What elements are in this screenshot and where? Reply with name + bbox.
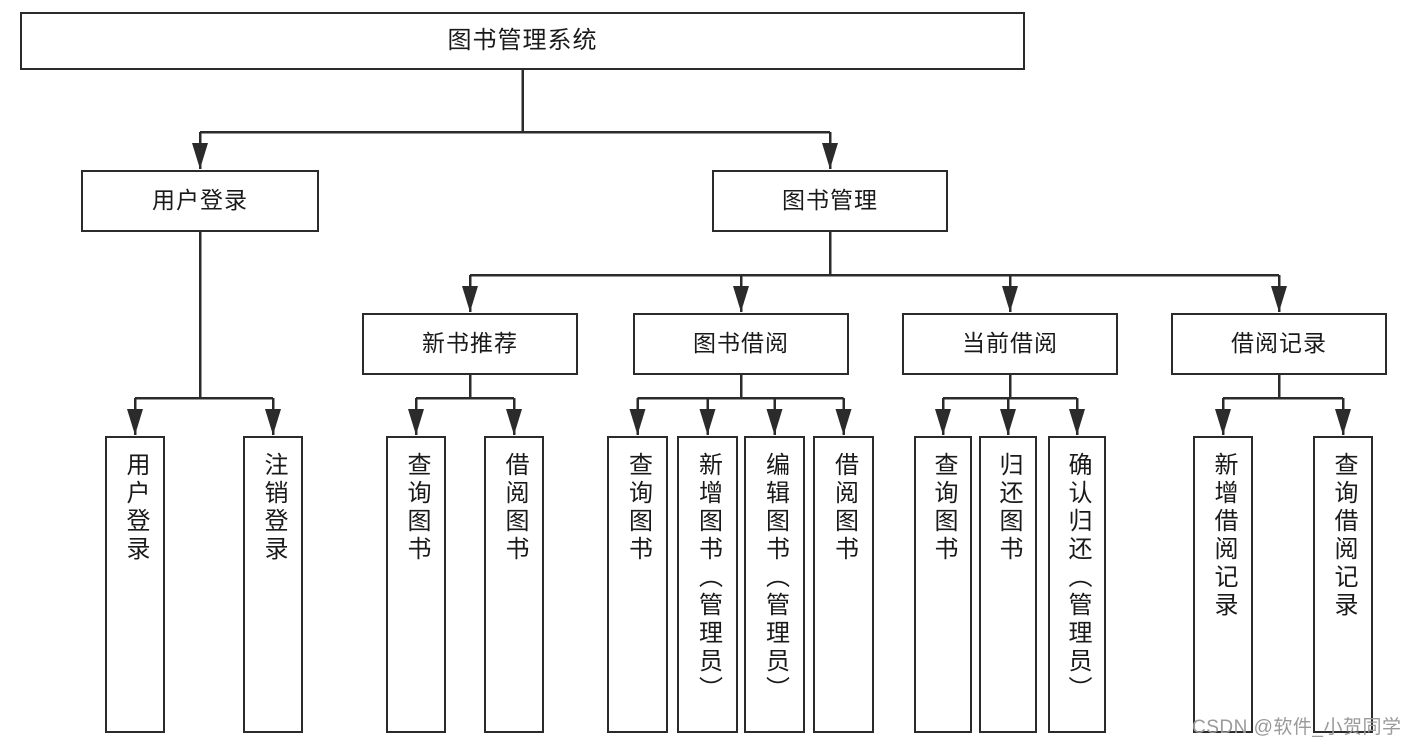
node-leaf-user-login[interactable]: 用户登录 [105,436,165,733]
node-label: 当前借阅 [962,330,1058,357]
node-label: 确认归还（管理员） [1064,452,1091,704]
node-label: 查询图书 [624,452,652,564]
node-l3-borrow-record[interactable]: 借阅记录 [1171,313,1387,375]
node-label: 图书借阅 [693,330,789,357]
node-label: 图书管理 [782,187,878,214]
node-label: 用户登录 [122,452,149,564]
node-l2-book-manage[interactable]: 图书管理 [712,170,948,232]
node-label: 借阅图书 [501,452,528,564]
node-label: 借阅图书 [830,452,858,564]
node-l2-user-login[interactable]: 用户登录 [81,170,319,232]
node-leaf-return-book[interactable]: 归还图书 [979,436,1037,733]
node-label: 新书推荐 [422,330,518,357]
node-leaf-add-book[interactable]: 新增图书（管理员） [677,436,738,733]
node-leaf-query-book-b[interactable]: 查询图书 [607,436,668,733]
node-label: 查询图书 [403,452,430,564]
node-label: 借阅记录 [1231,330,1327,357]
node-leaf-edit-book[interactable]: 编辑图书（管理员） [744,436,805,733]
node-l3-book-borrow[interactable]: 图书借阅 [633,313,849,375]
node-leaf-user-logout[interactable]: 注销登录 [243,436,303,733]
node-label: 图书管理系统 [447,26,598,54]
node-label: 用户登录 [152,187,248,214]
node-leaf-confirm-return[interactable]: 确认归还（管理员） [1048,436,1106,733]
watermark: CSDN @软件_小贺同学 [1192,717,1402,738]
node-leaf-query-book-rec[interactable]: 查询图书 [386,436,446,733]
node-leaf-query-book-c[interactable]: 查询图书 [914,436,972,733]
node-leaf-borrow-book-b[interactable]: 借阅图书 [813,436,874,733]
node-label: 归还图书 [995,452,1022,564]
node-l3-current-borrow[interactable]: 当前借阅 [902,313,1118,375]
node-label: 编辑图书（管理员） [761,452,789,704]
node-l3-new-book-rec[interactable]: 新书推荐 [362,313,578,375]
node-label: 新增图书（管理员） [694,452,722,704]
node-leaf-add-record[interactable]: 新增借阅记录 [1193,436,1253,733]
node-label: 新增借阅记录 [1210,452,1237,620]
node-root[interactable]: 图书管理系统 [20,12,1025,70]
node-leaf-borrow-book-rec[interactable]: 借阅图书 [484,436,544,733]
node-label: 注销登录 [260,452,287,564]
node-label: 查询图书 [930,452,957,564]
node-leaf-query-record[interactable]: 查询借阅记录 [1313,436,1373,733]
node-label: 查询借阅记录 [1330,452,1357,620]
